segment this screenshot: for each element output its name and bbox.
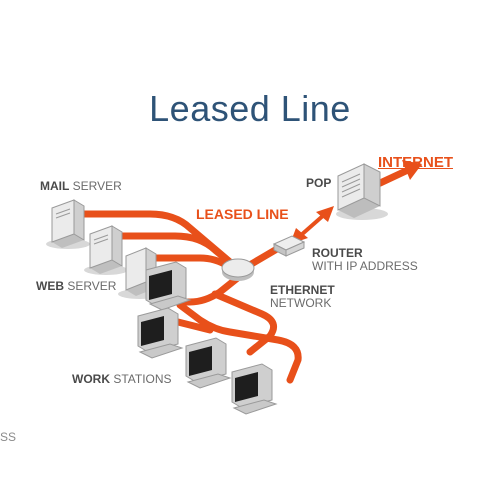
ethernet-label-line2: NETWORK	[270, 296, 332, 310]
web-server-icon	[84, 225, 128, 275]
work-stations-label: WORK STATIONS	[72, 373, 172, 386]
router-label: ROUTER WITH IP ADDRESS	[312, 247, 418, 273]
ethernet-label-line1: ETHERNET	[270, 284, 335, 297]
arrow-up-right-icon	[316, 206, 334, 222]
internet-link	[374, 160, 422, 188]
cable-mail-server	[78, 210, 234, 266]
pop-label-text: POP	[306, 176, 332, 190]
internet-arrow-icon	[402, 160, 422, 180]
ethernet-network-label: ETHERNET NETWORK	[270, 284, 335, 310]
work-stations-label-bold: WORK	[72, 372, 110, 386]
ethernet-cables	[78, 210, 302, 384]
mail-server-label-rest: SERVER	[69, 179, 122, 193]
cable-workstation-two	[176, 301, 302, 384]
workstation-icon	[231, 363, 278, 415]
workstation-icon	[185, 337, 232, 389]
mail-server-icon	[46, 199, 90, 249]
router-label-line1: ROUTER	[312, 247, 418, 260]
leased-line-label: LEASED LINE	[196, 206, 289, 222]
workstation-icon	[137, 307, 184, 359]
server-monitor-icon	[145, 261, 192, 311]
web-server-label: WEB SERVER	[36, 280, 116, 293]
ethernet-hub-icon	[221, 258, 255, 281]
work-stations-label-rest: STATIONS	[110, 372, 172, 386]
cable-server-three	[146, 254, 232, 270]
web-server-label-bold: WEB	[36, 279, 64, 293]
mail-server-label: MAIL SERVER	[40, 180, 122, 193]
router-icon	[272, 235, 306, 257]
web-server-label-rest: SERVER	[64, 279, 117, 293]
cable-main-trunk	[156, 272, 244, 306]
router-label-line2: WITH IP ADDRESS	[312, 259, 418, 273]
pop-server-icon	[336, 163, 388, 220]
edge-text-fragment: SS	[0, 430, 17, 444]
cable-web-server	[116, 232, 236, 268]
internet-label: INTERNET	[378, 154, 453, 171]
page-title: Leased Line	[149, 88, 351, 129]
router-label-bold: ROUTER	[312, 246, 363, 260]
mail-server-label-bold: MAIL	[40, 179, 70, 193]
pop-label: POP	[306, 177, 331, 190]
ethernet-label-bold: ETHERNET	[270, 283, 335, 297]
